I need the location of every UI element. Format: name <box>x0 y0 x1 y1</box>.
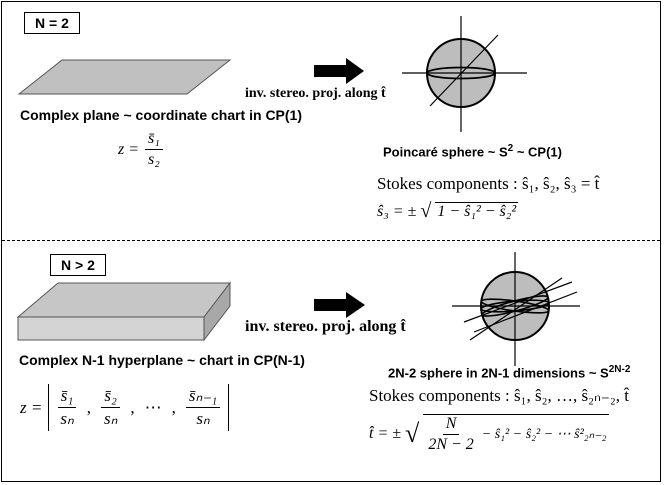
bottom-sphere-caption-main: 2N-2 sphere in 2N-1 dimensions ~ S <box>388 365 609 381</box>
bottom-sqrt-sign: √ <box>405 419 420 448</box>
bottom-plane-caption: Complex N-1 hyperplane ~ chart in CP(N-1… <box>19 352 305 368</box>
top-z-denominator: s₂ <box>148 151 160 168</box>
bottom-z-frac-1-num: s̄₁ <box>57 386 77 408</box>
bottom-z-frac-1-den: sₙ <box>60 409 74 428</box>
bottom-z-frac-2-den: sₙ <box>103 409 118 428</box>
bottom-z-frac-1: s̄₁ sₙ <box>57 386 77 429</box>
bottom-t-rest: − ŝ₁² − ŝ₂² − ⋯ ŝ²₂ₙ₋₂ <box>481 427 607 442</box>
bottom-graphics <box>16 252 580 366</box>
section-divider <box>2 240 660 241</box>
top-sphere-caption: Poincaré sphere ~ S2 ~ CP(1) <box>383 143 562 159</box>
top-projection-label: inv. stereo. proj. along t̂ <box>245 86 386 101</box>
top-z-lhs: z = <box>118 140 140 158</box>
top-s3-radicand: 1 − ŝ₁² − ŝ₂² <box>435 202 519 220</box>
top-z-numerator: s̄₁ <box>145 130 163 150</box>
bottom-t-frac: N 2N − 2 <box>425 415 476 454</box>
top-z-formula: z = s̄₁ s₂ <box>118 130 163 169</box>
bottom-t-lhs: t̂ = ± <box>369 425 402 442</box>
bottom-z-frac-4-den: sₙ <box>196 409 210 428</box>
projection-arrow <box>314 58 364 84</box>
top-graphics <box>17 16 527 132</box>
top-sphere-caption-tail: ~ CP(1) <box>513 144 562 160</box>
top-stokes-line: Stokes components : ŝ₁, ŝ₂, ŝ₃ = t̂ <box>377 174 600 193</box>
bottom-z-frac-2-num: s̄₂ <box>101 386 120 408</box>
projection-arrow-2 <box>314 292 365 318</box>
complex-plane-shape <box>17 59 232 95</box>
comma-2: , <box>130 397 135 417</box>
bottom-z-vector: s̄₁ sₙ , s̄₂ sₙ , ⋯, s̄ₙ₋₁ sₙ <box>48 384 230 431</box>
top-s3-formula: ŝ₃ = ± √ 1 − ŝ₁² − ŝ₂² <box>377 200 519 223</box>
n-greater-2-label: N > 2 <box>50 254 106 276</box>
bottom-z-frac-4-num: s̄ₙ₋₁ <box>185 386 221 408</box>
n-equals-2-label: N = 2 <box>24 12 80 34</box>
poincare-sphere <box>402 16 527 132</box>
top-sqrt-sign: √ <box>420 200 432 222</box>
top-sphere-caption-main: Poincaré sphere ~ S <box>383 144 508 160</box>
bottom-z-lhs: z = <box>20 397 43 417</box>
bottom-z-frac-4: s̄ₙ₋₁ sₙ <box>185 386 221 429</box>
top-sphere-caption-sup: 2 <box>507 143 514 154</box>
top-z-fraction: s̄₁ s₂ <box>145 130 163 169</box>
bottom-sphere-caption: 2N-2 sphere in 2N-1 dimensions ~ S2N-2 <box>388 364 630 380</box>
top-plane-caption: Complex plane ~ coordinate chart in CP(1… <box>20 107 303 123</box>
bottom-projection-label: inv. stereo. proj. along t̂ <box>245 318 406 335</box>
higher-dim-sphere <box>452 252 580 366</box>
bottom-z-formula: z = s̄₁ sₙ , s̄₂ sₙ , ⋯, s̄ₙ₋₁ sₙ <box>20 384 230 431</box>
comma-1: , <box>86 397 91 417</box>
bottom-z-frac-2: s̄₂ sₙ <box>101 386 120 429</box>
bottom-t-frac-num: N <box>442 415 460 435</box>
bottom-t-radicand: N 2N − 2 − ŝ₁² − ŝ₂² − ⋯ ŝ²₂ₙ₋₂ <box>423 414 609 454</box>
hyperplane-slab <box>16 281 232 342</box>
bottom-sphere-caption-sup: 2N-2 <box>608 364 631 375</box>
bottom-t-frac-den: 2N − 2 <box>428 436 474 453</box>
bottom-t-formula: t̂ = ± √ N 2N − 2 − ŝ₁² − ŝ₂² − ⋯ ŝ²₂ₙ₋₂ <box>369 414 609 454</box>
bottom-stokes-line: Stokes components : ŝ₁, ŝ₂, …, ŝ₂ₙ₋₂, t̂ <box>369 386 629 405</box>
comma-3: , <box>171 397 176 417</box>
bottom-z-ellipsis: ⋯ <box>144 397 162 417</box>
top-s3-lhs: ŝ₃ = ± <box>377 202 417 220</box>
